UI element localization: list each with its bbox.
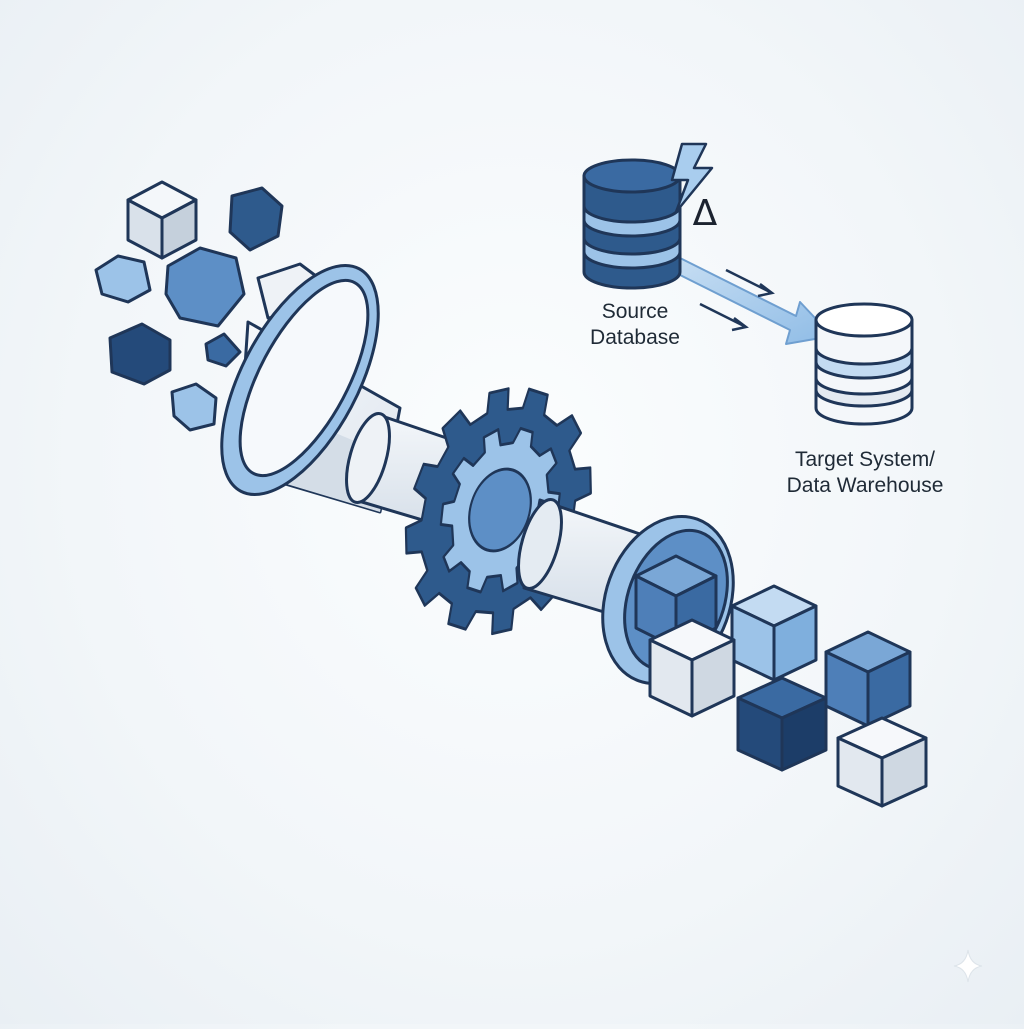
target-label-line1: Target System/ <box>794 448 936 471</box>
cube-light-1 <box>730 584 818 682</box>
output-cubes <box>634 554 928 808</box>
fragment-rock-mid <box>164 246 246 328</box>
arrow-icon <box>673 257 833 345</box>
fragment-rock-dark-2 <box>108 322 172 386</box>
cube-pale-2 <box>836 716 928 808</box>
gear-icon <box>404 387 592 636</box>
target-label-line2: Data Warehouse <box>786 474 944 497</box>
fragment-rock-light-2 <box>170 382 218 432</box>
sparkle-icon <box>953 949 983 983</box>
source-label-line2: Database <box>590 326 680 349</box>
target-database-icon <box>814 302 914 426</box>
source-database-label: Source Database <box>560 299 710 351</box>
cube-mid-2 <box>824 630 912 728</box>
database-icon <box>582 158 682 290</box>
delta-icon: Δ <box>692 193 718 234</box>
cube-pale-1 <box>648 618 736 718</box>
source-label-line1: Source <box>601 300 669 323</box>
fragment-cube-pale <box>126 180 198 260</box>
fragment-rock-light <box>94 254 152 304</box>
cube-dark-1 <box>736 676 828 772</box>
fragment-shard <box>204 332 242 368</box>
fragment-rock-dark <box>228 186 284 252</box>
lightning-icon <box>670 142 714 214</box>
target-system-label: Target System/ Data Warehouse <box>760 447 970 499</box>
